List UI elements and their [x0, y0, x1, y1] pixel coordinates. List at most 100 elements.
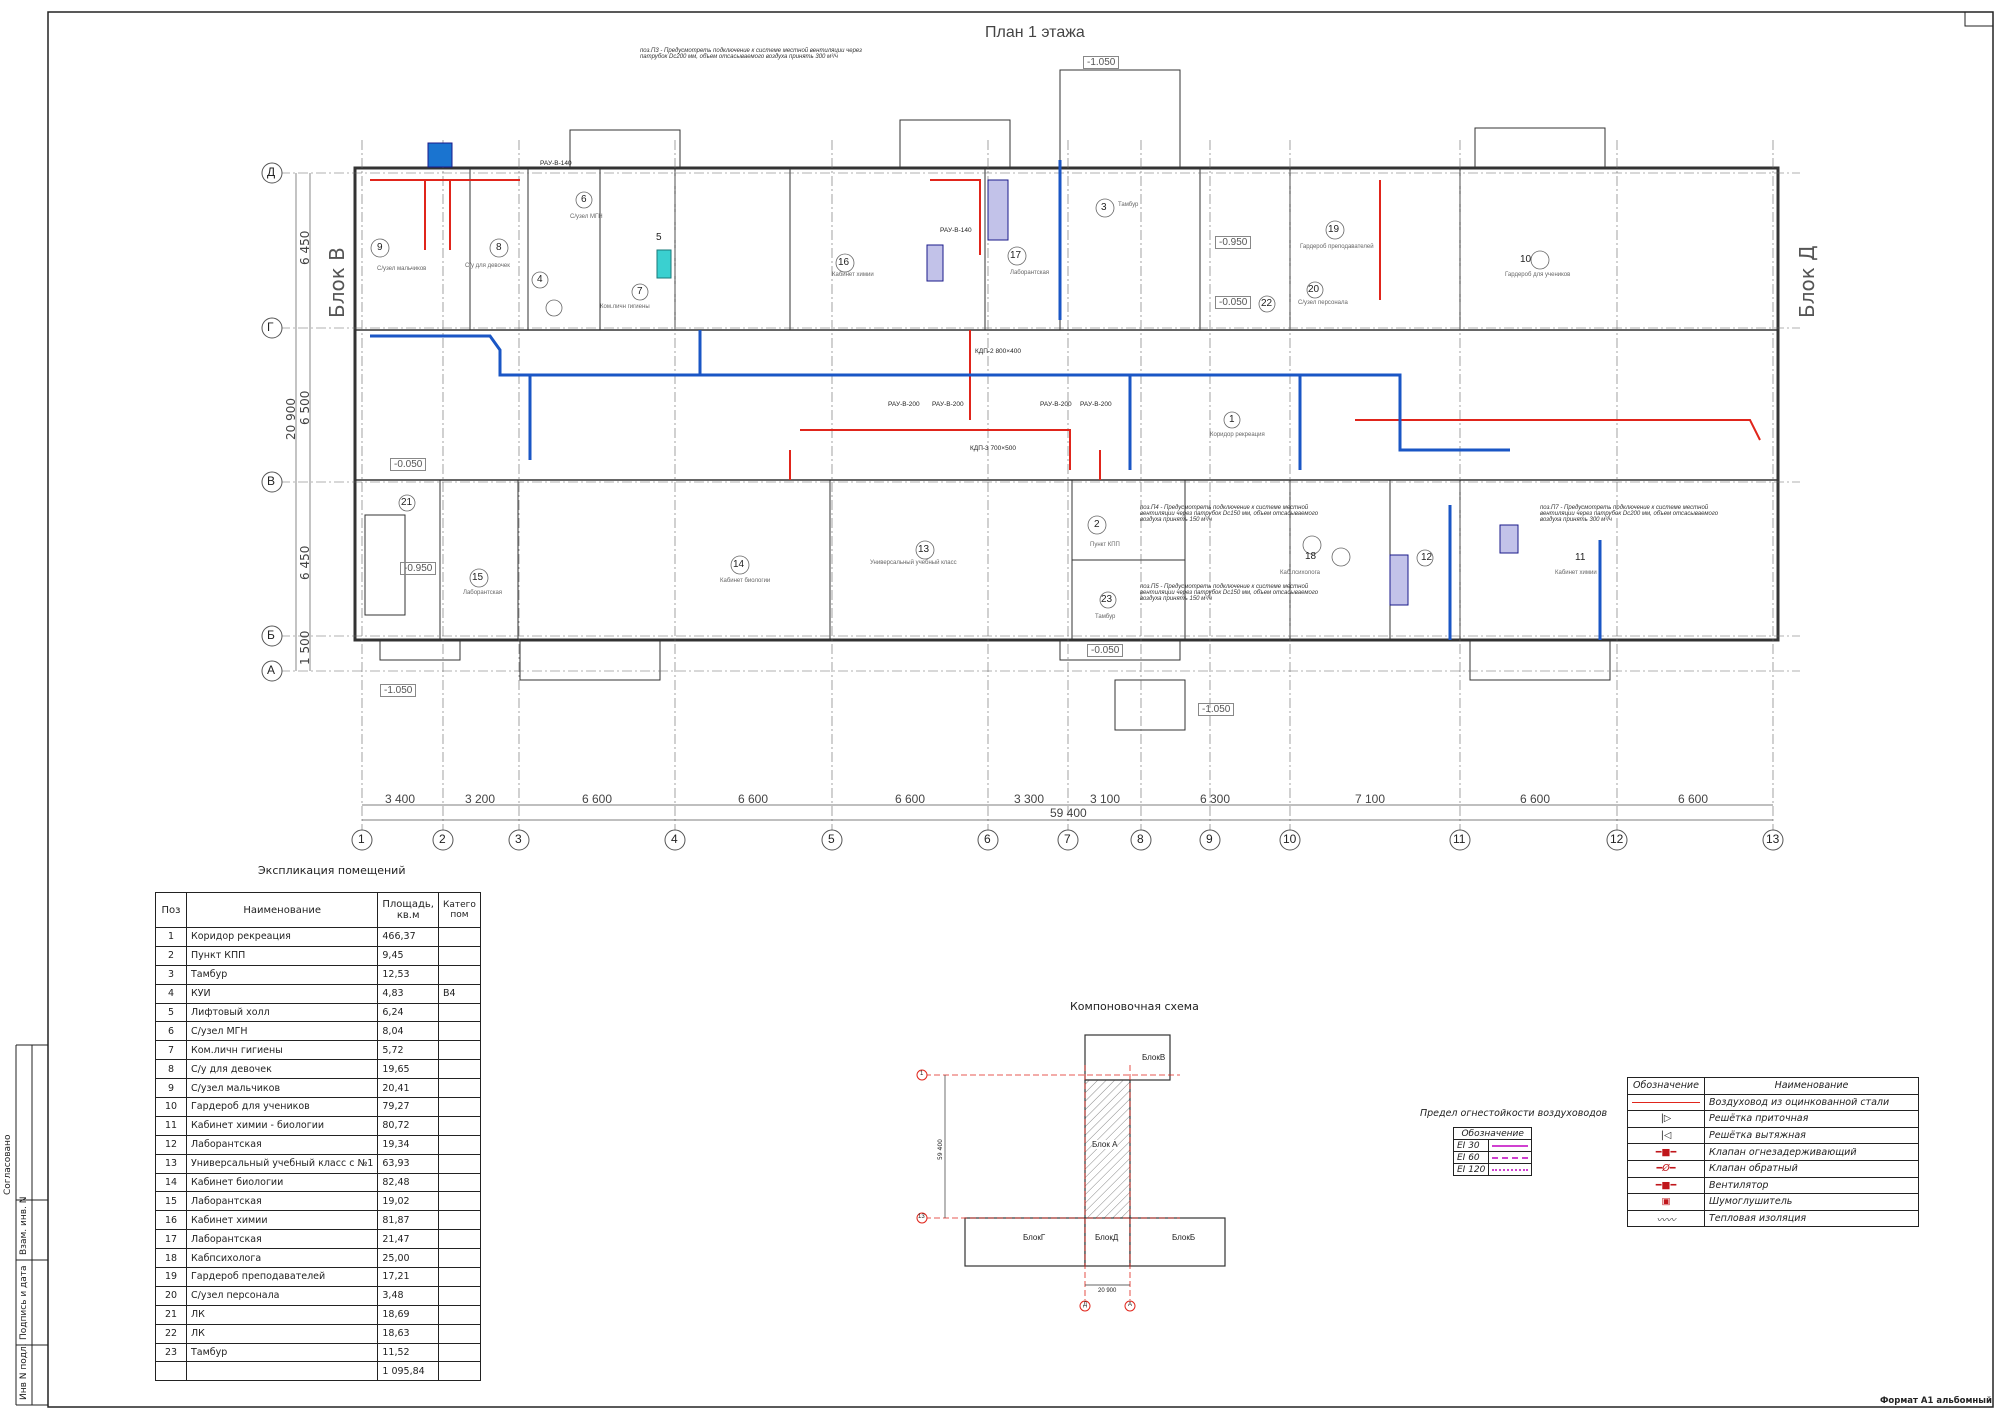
- room-name-18: Каб.психолога: [1280, 570, 1320, 576]
- room-name-17: Лаборантская: [1010, 270, 1050, 276]
- dim-7: 3 100: [1090, 792, 1121, 806]
- dim-left-1: 6 450: [298, 230, 312, 265]
- table-cell-cat: [437, 1304, 481, 1325]
- table-cell-area: 18,63: [377, 1323, 439, 1344]
- dim-4: 6 600: [738, 792, 769, 806]
- table-cell-area: 17,21: [377, 1267, 439, 1287]
- dim-total: 59 400: [1050, 806, 1087, 820]
- table-cell-cat: [437, 1153, 481, 1174]
- room-number-16: 16: [838, 257, 850, 268]
- room-number-15: 15: [472, 572, 484, 583]
- table-total-row: 1 095,84: [155, 1361, 481, 1382]
- table-cell-area: 8,04: [377, 1021, 439, 1042]
- room-name-19: Гардероб преподавателей: [1300, 244, 1374, 250]
- room-name-2: Пункт КПП: [1090, 542, 1120, 548]
- table-cell-name: Ком.личн гигиены: [185, 1040, 379, 1061]
- dim-1: 3 400: [385, 792, 416, 806]
- plan-title: План 1 этажа: [985, 24, 1085, 41]
- level-mark: -1.050: [1083, 56, 1120, 69]
- table-cell-name: Тамбур: [185, 964, 379, 985]
- dim-left-3: 6 450: [298, 545, 312, 580]
- table-cell-cat: [437, 1210, 481, 1231]
- legend-item: Воздуховод из оцинкованной стали: [1704, 1093, 1919, 1112]
- table-cell-area: 81,87: [377, 1210, 439, 1231]
- room-name-8: С/у для девочек: [465, 263, 510, 269]
- table-cell-n: 7: [155, 1040, 187, 1061]
- axis-label-13: 13: [1766, 832, 1780, 846]
- table-cell-name: Универсальный учебный класс с №1: [185, 1153, 379, 1174]
- scheme-block-d: БлокД: [1095, 1233, 1119, 1242]
- table-cell-name: Гардероб преподавателей: [185, 1267, 379, 1287]
- room-number-17: 17: [1010, 250, 1022, 261]
- equipment-label: РАУ-В-200: [1080, 401, 1112, 408]
- note: поз.П7 - Предусмотреть подключение к сис…: [1540, 505, 1719, 523]
- scheme-block-b: БлокБ: [1172, 1233, 1196, 1242]
- table-cell-name: С/узел МГН: [185, 1021, 379, 1042]
- table-cell-area: 12,53: [377, 964, 439, 985]
- col-header: Поз: [155, 892, 187, 928]
- room-name-15: Лаборантская: [463, 590, 503, 596]
- table-cell-area: 21,47: [377, 1229, 439, 1250]
- room-number-12: 12: [1421, 552, 1433, 563]
- room-number-13: 13: [918, 544, 930, 555]
- room-name-20: С/узел персонала: [1298, 300, 1348, 306]
- room-number-14: 14: [733, 559, 745, 570]
- table-cell-cat: [437, 1078, 481, 1099]
- table-cell-area: 18,69: [377, 1304, 439, 1325]
- room-name-10: Гардероб для учеников: [1505, 272, 1571, 278]
- table-cell-cat: [437, 1021, 481, 1042]
- equipment-label: РАУ-В-200: [932, 401, 964, 408]
- legend-item: Вентилятор: [1704, 1176, 1919, 1195]
- table-cell-area: 6,24: [377, 1002, 439, 1023]
- fire-limits-title: Предел огнестойкости воздуховодов: [1420, 1108, 1608, 1119]
- note: поз.П4 - Предусмотреть подключение к сис…: [1140, 505, 1319, 523]
- dim-left-4: 1 500: [298, 630, 312, 665]
- legend-item: Решётка приточная: [1704, 1110, 1919, 1128]
- table-cell-cat: [437, 964, 481, 985]
- table-cell-area: 20,41: [377, 1078, 439, 1099]
- axis-label-6: 6: [984, 832, 991, 846]
- table-cell-n: 23: [155, 1342, 187, 1363]
- axis-label-B: Б: [267, 628, 275, 642]
- equipment-label: РАУ-В-200: [1040, 401, 1072, 408]
- table-cell-name: ЛК: [185, 1323, 379, 1344]
- level-mark: -0.050: [1215, 296, 1252, 309]
- room-number-5: 5: [656, 232, 662, 243]
- table-cell-n: 4: [155, 983, 187, 1004]
- room-number-4: 4: [537, 274, 543, 285]
- table-cell-area: 19,65: [377, 1059, 439, 1080]
- legend-item: Решётка вытяжная: [1704, 1126, 1919, 1145]
- scheme-block-a: Блок А: [1092, 1140, 1118, 1149]
- note: поз.П3 - Предусмотреть подключение к сис…: [640, 48, 862, 60]
- axis-label-7: 7: [1064, 832, 1071, 846]
- fan-icon: ━■━: [1627, 1176, 1705, 1195]
- table-cell-n: 21: [155, 1304, 187, 1325]
- level-mark: -0.050: [1087, 644, 1124, 657]
- scheme-block-v: БлокВ: [1142, 1053, 1166, 1062]
- legend-item: Клапан огнезадерживающий: [1704, 1143, 1919, 1161]
- level-mark: -1.050: [1198, 703, 1235, 716]
- table-cell-name: С/узел персонала: [185, 1285, 379, 1306]
- room-name-6: С/узел МГН: [570, 214, 603, 220]
- equipment-label: КДП-2 800×400: [975, 348, 1021, 355]
- table-cell-n: 16: [155, 1210, 187, 1231]
- room-number-1: 1: [1229, 414, 1235, 425]
- scheme-block-g: БлокГ: [1023, 1233, 1046, 1242]
- table-cell-cat: [437, 1115, 481, 1136]
- table-cell-n: 1: [155, 927, 187, 947]
- fire-limit: EI 30: [1452, 1139, 1490, 1152]
- level-mark: -0.050: [390, 458, 427, 471]
- fire-line-30: [1488, 1139, 1533, 1152]
- table-cell-name: Лаборантская: [185, 1134, 379, 1155]
- table-cell-area: 79,27: [377, 1097, 439, 1117]
